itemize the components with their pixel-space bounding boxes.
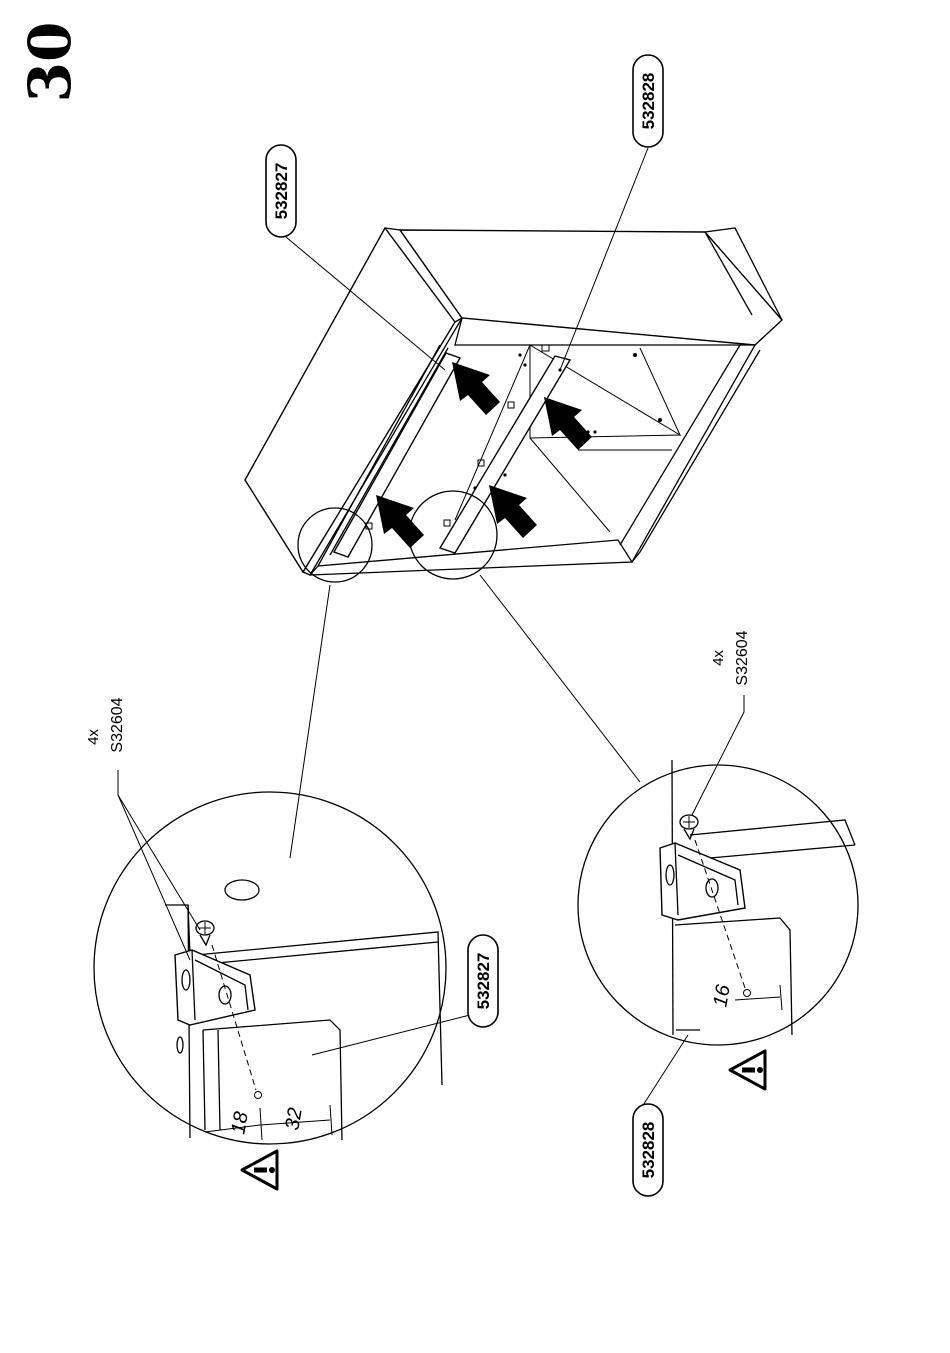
dimension-18: 18	[227, 1110, 253, 1136]
right-code: S32604	[734, 630, 751, 685]
left-hardware-callout: 4x S32604	[85, 697, 200, 960]
bracket-icon	[660, 843, 745, 920]
right-qty: 4x	[710, 650, 727, 666]
warning-icon	[242, 1151, 277, 1189]
cabinet-drawing	[245, 228, 782, 582]
left-code: S32604	[109, 697, 126, 752]
left-detail: 18 32	[94, 792, 470, 1144]
dimension-32: 32	[281, 1106, 307, 1132]
right-hardware-callout: 4x S32604	[692, 630, 751, 815]
part-label-532828-top: 532828	[633, 55, 663, 147]
right-detail: 16	[578, 760, 858, 1110]
part-label-532827-top: 532827	[266, 145, 296, 237]
bracket-icon	[175, 950, 255, 1053]
svg-text:532828: 532828	[639, 73, 658, 130]
dimension-16: 16	[709, 982, 735, 1009]
left-qty: 4x	[85, 729, 102, 745]
screw-icon	[196, 921, 214, 945]
step-number: 30	[16, 22, 84, 103]
part-label-532828-detail: 532828	[633, 1104, 663, 1196]
svg-text:532827: 532827	[474, 953, 493, 1010]
svg-text:532828: 532828	[639, 1122, 658, 1179]
svg-text:532827: 532827	[272, 163, 291, 220]
warning-icon	[730, 1051, 765, 1089]
screw-icon	[680, 815, 698, 839]
part-label-532827-detail: 532827	[468, 935, 498, 1027]
